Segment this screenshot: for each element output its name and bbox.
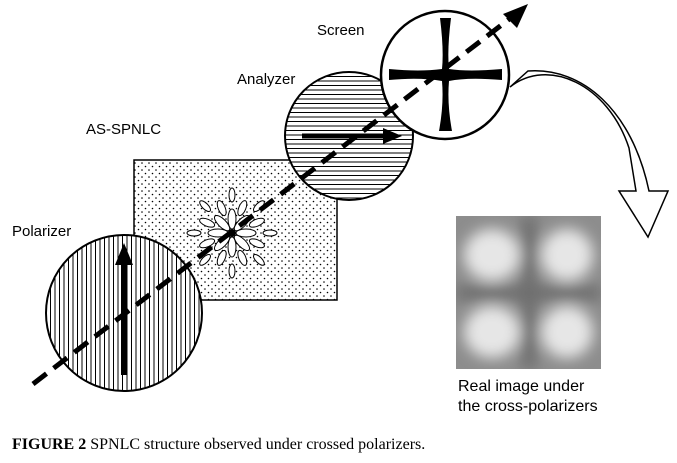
label-real-image-line2: the cross-polarizers bbox=[458, 398, 598, 415]
label-real-image: Real image under the cross-polarizers bbox=[458, 377, 598, 417]
light-path bbox=[31, 4, 528, 386]
droplet-ellipse bbox=[199, 217, 216, 228]
droplet-ellipse bbox=[253, 254, 265, 266]
label-analyzer: Analyzer bbox=[237, 71, 296, 88]
droplet-ellipse bbox=[216, 200, 227, 217]
figure-caption: FIGURE 2 SPNLC structure observed under … bbox=[12, 436, 425, 454]
droplet-ellipse bbox=[262, 229, 278, 237]
droplet-ellipse bbox=[237, 200, 248, 217]
caption-text: SPNLC structure observed under crossed p… bbox=[90, 436, 426, 453]
real-image-photo bbox=[456, 216, 601, 369]
droplet-ellipse bbox=[216, 249, 227, 266]
droplet-pattern bbox=[186, 187, 278, 279]
droplet-ellipse bbox=[237, 249, 248, 266]
droplet-ellipse bbox=[233, 234, 251, 252]
label-polarizer: Polarizer bbox=[12, 223, 72, 240]
screen-disk bbox=[379, 9, 511, 141]
droplet-ellipse bbox=[228, 187, 236, 203]
droplet-ellipse bbox=[199, 254, 211, 266]
droplet-ellipse bbox=[228, 263, 236, 279]
droplet-ellipse bbox=[199, 200, 211, 212]
label-real-image-line1: Real image under bbox=[458, 378, 585, 395]
droplet-ellipse bbox=[248, 217, 265, 228]
analyzer-disk bbox=[284, 71, 414, 201]
droplet-ellipse bbox=[213, 214, 231, 232]
label-sample: AS-SPNLC bbox=[86, 121, 162, 138]
figure-number: FIGURE 2 bbox=[12, 436, 87, 453]
droplet-ellipse bbox=[186, 229, 202, 237]
label-screen: Screen bbox=[317, 22, 365, 39]
droplet-ellipse bbox=[248, 238, 265, 249]
curved-arrow bbox=[509, 70, 670, 239]
